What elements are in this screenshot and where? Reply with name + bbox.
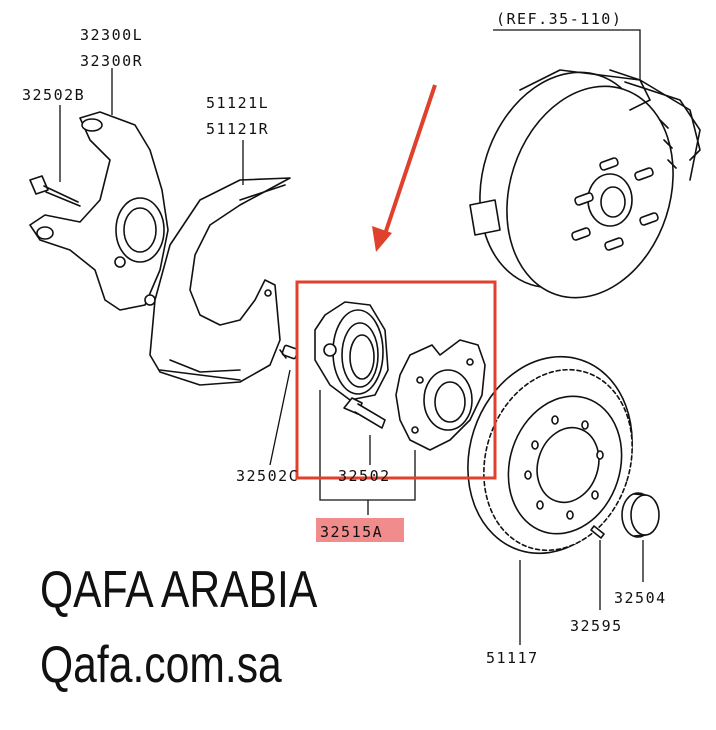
- hub-cap: [621, 492, 660, 538]
- label-32515a: 32515A: [320, 523, 383, 541]
- highlight-box: [295, 280, 497, 480]
- label-51121l: 51121L: [206, 94, 269, 112]
- hub-flange: [395, 339, 486, 451]
- reference-hub-assembly: [469, 69, 701, 299]
- label-32504: 32504: [614, 589, 667, 607]
- watermark-url: Qafa.com.sa: [40, 636, 282, 694]
- bolt-32502b: [29, 175, 81, 207]
- label-51117: 51117: [486, 649, 539, 667]
- label-32502b: 32502B: [22, 86, 85, 104]
- dust-shield: [149, 177, 291, 386]
- hub-bearing: [314, 301, 389, 401]
- label-32300l: 32300L: [80, 26, 143, 44]
- label-highlight: [316, 518, 404, 542]
- leader-lines: [59, 29, 644, 645]
- bolt-32502: [343, 397, 386, 429]
- label-51121r: 51121R: [206, 120, 269, 138]
- arrow-icon: [372, 84, 437, 252]
- label-32502: 32502: [338, 467, 391, 485]
- watermark-name: QAFA ARABIA: [40, 561, 318, 619]
- label-ref: (REF.35-110): [496, 10, 622, 28]
- steering-knuckle: [29, 111, 169, 311]
- label-32502c: 32502C: [236, 467, 299, 485]
- label-32595: 32595: [570, 617, 623, 635]
- screw-32595: [590, 525, 605, 539]
- brake-disc: [467, 355, 633, 555]
- label-32300r: 32300R: [80, 52, 143, 70]
